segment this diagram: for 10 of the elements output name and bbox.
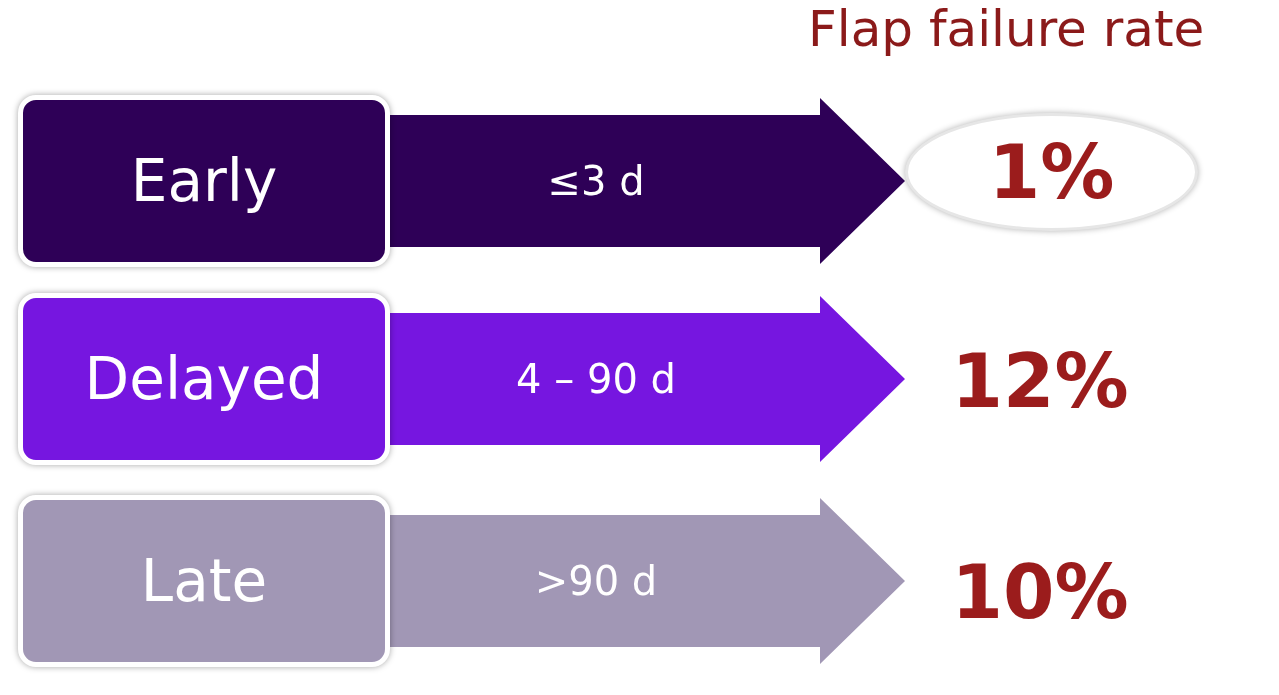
block-arrow	[390, 498, 905, 664]
block-arrow	[390, 296, 905, 462]
rate-ellipse: 1%	[905, 113, 1198, 231]
rate-value: 12%	[905, 322, 1175, 440]
chart-title: Flap failure rate	[808, 0, 1205, 58]
edge-label: 4 – 90 d	[516, 356, 676, 402]
edge-label: ≤3 d	[547, 158, 645, 204]
edge-label: >90 d	[534, 558, 658, 604]
rate-value: 10%	[905, 533, 1175, 651]
block-arrow	[390, 98, 905, 264]
